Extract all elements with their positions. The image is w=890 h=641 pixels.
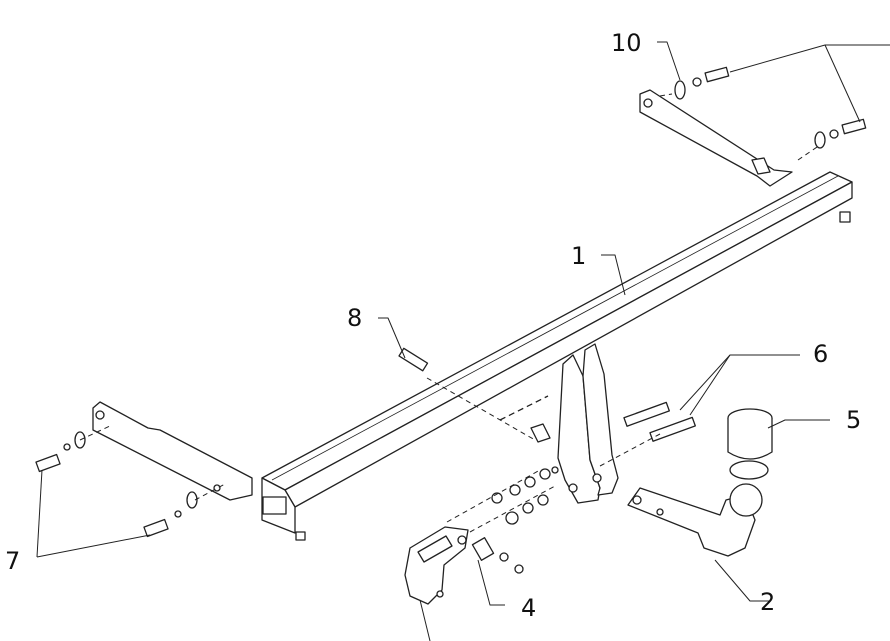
right-side-bracket	[639, 89, 793, 187]
bolt-part-8	[398, 347, 429, 372]
callout-8: 8	[347, 304, 363, 332]
spring-washer-nut-set	[457, 535, 524, 574]
callout-2: 2	[760, 588, 776, 616]
left-bolt-set	[35, 431, 198, 538]
ball-hook-part	[627, 460, 769, 557]
assembly-guide-lines	[79, 93, 821, 533]
callout-4: 4	[521, 594, 537, 622]
ball-cap-part	[727, 408, 773, 460]
side-bolt-set	[623, 401, 696, 442]
center-mounting-bracket	[499, 343, 619, 504]
crossbar-part	[261, 171, 853, 541]
callout-1: 1	[571, 242, 587, 270]
callout-5: 5	[846, 406, 862, 434]
center-nut-set	[491, 468, 551, 525]
callout-10: 10	[611, 29, 642, 57]
upper-bolt-set	[674, 66, 867, 149]
callout-6: 6	[813, 340, 829, 368]
left-side-bracket	[92, 401, 253, 501]
socket-plate-part	[404, 526, 469, 605]
callout-leaders	[36, 41, 890, 641]
callout-7: 7	[5, 547, 21, 575]
